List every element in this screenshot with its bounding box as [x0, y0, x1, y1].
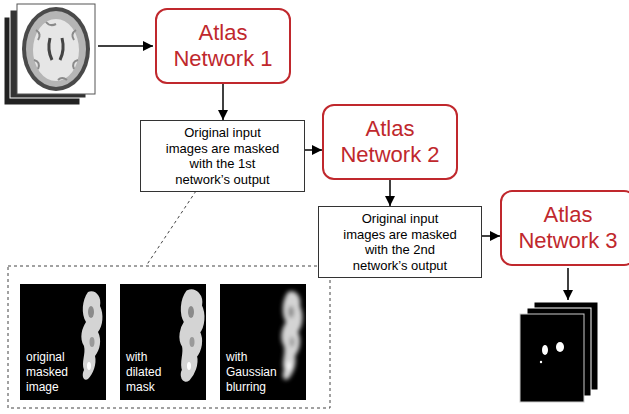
network-box: Atlas Network 1 [155, 8, 291, 84]
process-box: Original input images are masked with th… [140, 120, 305, 192]
connector-arrow [222, 84, 224, 120]
node-text: original masked image [26, 350, 78, 395]
node-text: Atlas Network 2 [332, 116, 448, 169]
connector-arrow [389, 180, 391, 206]
process-box: Original input images are masked with th… [318, 206, 482, 278]
network-box: Atlas Network 3 [500, 190, 629, 266]
node-text: with dilated mask [126, 350, 178, 395]
node-text: Original input images are masked with th… [341, 211, 459, 273]
connector-arrow [305, 149, 322, 151]
image-panel: with Gaussian blurring [220, 284, 306, 400]
connector-arrow [482, 235, 500, 237]
callout-box [8, 266, 330, 408]
callout-line [146, 191, 196, 266]
input-image-stack [4, 4, 95, 105]
node-text: Atlas Network 3 [510, 202, 626, 255]
node-text: Original input images are masked with th… [163, 125, 282, 187]
network-box: Atlas Network 2 [322, 104, 458, 180]
output-arrow [567, 268, 569, 300]
output-image-stack [520, 302, 598, 402]
image-panel: with dilated mask [120, 284, 206, 400]
node-text: Atlas Network 1 [165, 20, 281, 73]
input-arrow [98, 45, 153, 47]
image-panel: original masked image [20, 284, 106, 400]
node-text: with Gaussian blurring [226, 350, 278, 395]
